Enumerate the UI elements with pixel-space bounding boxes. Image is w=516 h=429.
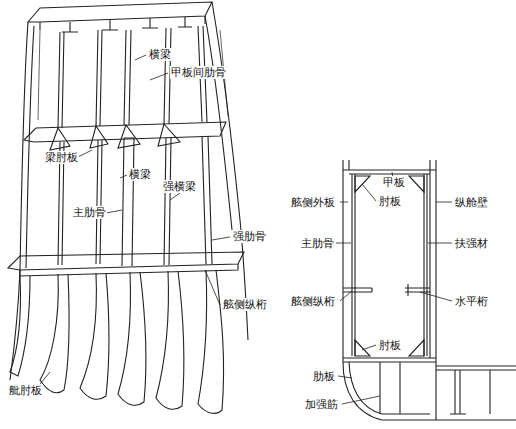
part-label: 纵舱壁: [454, 196, 489, 209]
leader-lines: [336, 172, 452, 404]
part-label: 横梁: [128, 168, 152, 181]
part-label: 肋板: [312, 370, 336, 383]
side-structure-view: [8, 2, 248, 413]
part-label: 舭肘板: [8, 384, 43, 397]
part-label: 舷侧纵桁: [222, 298, 268, 311]
part-label: 强肋骨: [232, 230, 267, 243]
part-label: 水平桁: [454, 295, 489, 308]
part-label: 肘板: [378, 339, 402, 352]
part-label: 甲板: [382, 176, 406, 189]
leader-lines: [40, 55, 230, 384]
part-label: 舷侧纵桁: [290, 295, 336, 308]
part-label: 主肋骨: [300, 237, 335, 250]
part-label: 扶强材: [454, 237, 489, 250]
part-label: 肘板: [378, 195, 402, 208]
part-label: 主肋骨: [72, 206, 107, 219]
part-label: 舷侧外板: [290, 196, 336, 209]
part-label: 梁肘板: [44, 151, 79, 164]
cross-section: [343, 160, 516, 420]
part-label: 强横梁: [162, 180, 197, 193]
part-label: 甲板间肋骨: [170, 66, 227, 79]
part-label: 横梁: [148, 48, 172, 61]
part-label: 加强筋: [304, 398, 339, 411]
